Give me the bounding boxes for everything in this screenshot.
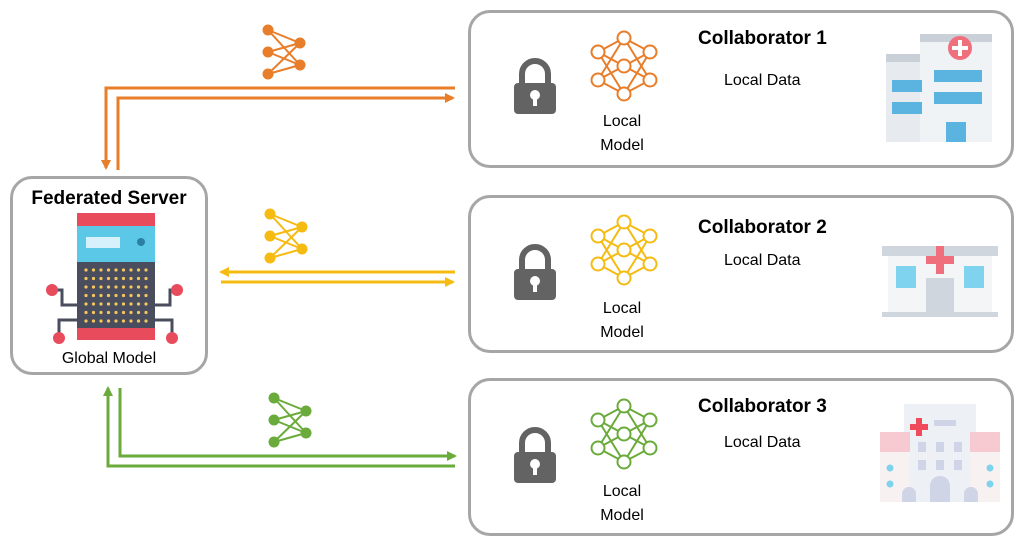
hospital-building-icon — [886, 34, 992, 142]
arrow-server-to-collab3 — [118, 388, 457, 461]
padlock-icon — [514, 244, 556, 300]
padlock-icon — [514, 58, 556, 114]
padlock-icon — [514, 427, 556, 483]
server-title: Federated Server — [31, 188, 187, 209]
local-data-label-2: Local Data — [724, 252, 801, 269]
model-update-icon-2 — [264, 208, 308, 264]
server-rack-icon — [46, 213, 183, 344]
arrow-collab3-to-server — [103, 386, 455, 468]
arrow-server-to-collab1 — [116, 93, 455, 170]
neural-network-icon — [590, 30, 658, 102]
local-data-label-3: Local Data — [724, 434, 801, 451]
arrow-collab1-to-server — [101, 86, 455, 170]
model-update-icon-1 — [262, 24, 306, 80]
neural-network-icon — [590, 214, 658, 286]
hospital-complex-icon — [880, 404, 1000, 502]
collaborator-2-title: Collaborator 2 — [698, 217, 827, 238]
collaborator-3-title: Collaborator 3 — [698, 396, 827, 417]
neural-network-icon — [590, 398, 658, 470]
clinic-building-icon — [882, 246, 998, 317]
model-update-icon-3 — [268, 392, 312, 448]
collaborator-1-title: Collaborator 1 — [698, 28, 827, 49]
local-data-label-1: Local Data — [724, 72, 801, 89]
global-model-label: Global Model — [61, 350, 157, 367]
